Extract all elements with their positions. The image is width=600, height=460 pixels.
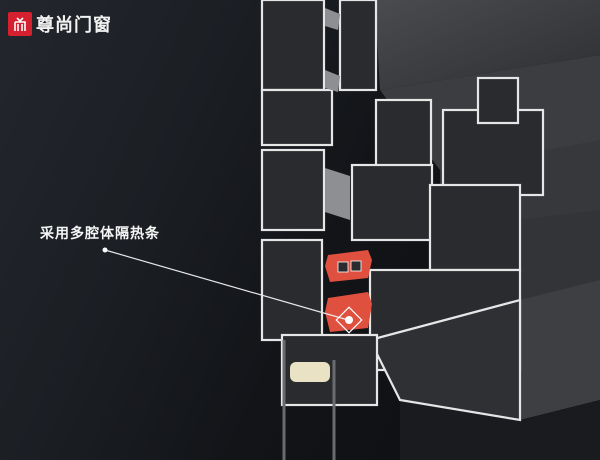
callout-start-dot <box>102 247 108 253</box>
insulation-foam <box>290 362 330 382</box>
callout-label: 采用多腔体隔热条 <box>40 226 160 242</box>
upper-thermal-break <box>325 8 350 220</box>
callout-target-marker-icon <box>335 306 363 334</box>
brand-logo-icon <box>8 12 32 36</box>
callout-leader-line <box>104 249 349 321</box>
brand-name: 尊尚门窗 <box>36 15 112 36</box>
profile-cross-section <box>260 0 545 422</box>
brand-logo: 尊尚门窗 <box>8 11 112 37</box>
